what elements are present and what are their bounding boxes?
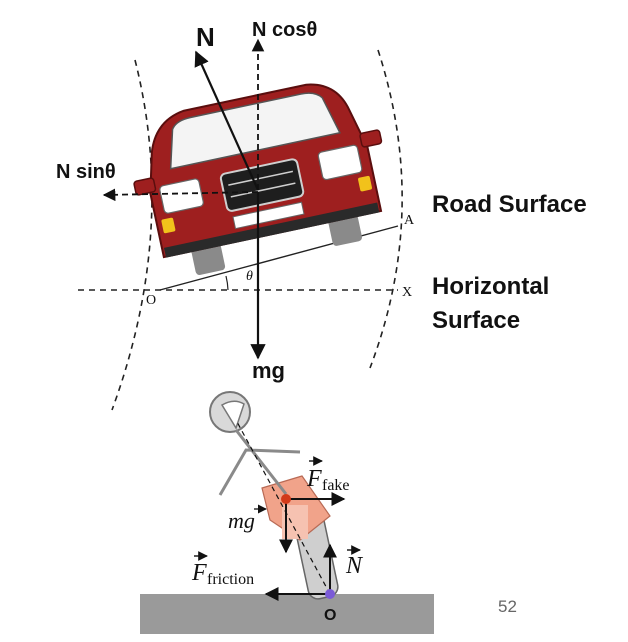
- label-surface: Surface: [432, 307, 520, 334]
- bike-illustration: [209, 391, 339, 600]
- angle-arc: [225, 275, 229, 291]
- label-n: N: [196, 22, 215, 52]
- label-point-a: A: [404, 213, 415, 228]
- road-curve-left: [111, 59, 153, 411]
- svg-text:F: F: [191, 560, 207, 586]
- label-friction: F friction: [191, 551, 254, 588]
- car-banking-diagram: N N cosθ N sinθ mg Road Surface Horizont…: [56, 19, 587, 411]
- svg-text:F: F: [306, 466, 322, 492]
- lean-axis: [235, 419, 331, 595]
- center-of-mass-dot: [281, 494, 291, 504]
- label-point-o: O: [146, 293, 156, 308]
- ground-block: [140, 594, 434, 634]
- svg-text:fake: fake: [322, 477, 350, 494]
- car-illustration: [133, 83, 383, 275]
- label-theta: θ: [246, 269, 253, 284]
- label-point-x: X: [402, 285, 412, 300]
- label-road-surface: Road Surface: [432, 191, 587, 218]
- arrow-n-sin: [102, 188, 259, 202]
- cyclist-leaning-diagram: F fake mg N F friction O: [140, 391, 434, 634]
- label-mg-top: mg: [252, 358, 285, 383]
- label-n-cos-theta: N cosθ: [252, 19, 317, 41]
- svg-text:friction: friction: [207, 571, 254, 588]
- svg-text:mg: mg: [228, 508, 255, 533]
- label-n-sin-theta: N sinθ: [56, 161, 116, 183]
- svg-text:N: N: [345, 553, 364, 579]
- road-curve-right: [369, 49, 403, 369]
- arrow-normal-force: [194, 50, 260, 191]
- slide-number: 52: [498, 597, 517, 616]
- label-weight-bike: mg: [228, 504, 267, 533]
- label-horizontal: Horizontal: [432, 273, 549, 300]
- pivot-dot: [325, 589, 335, 599]
- label-origin: O: [324, 607, 336, 624]
- label-fake-force: F fake: [306, 456, 350, 494]
- label-normal-bike: N: [345, 545, 364, 579]
